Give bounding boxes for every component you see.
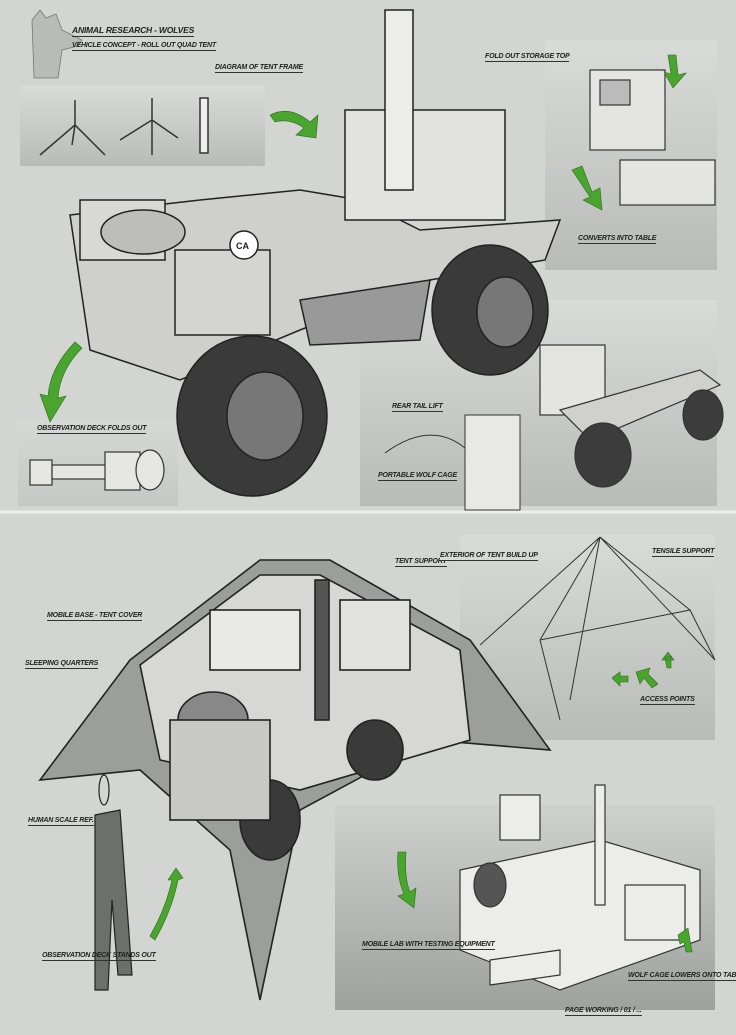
down-arrow-icon (571, 165, 603, 211)
up-arrow-icon (661, 651, 675, 669)
exterior-tent-sketch (479, 536, 716, 721)
curved-arrow-icon (149, 867, 184, 941)
page-footer: PAGE WORKING / 01 / ... (565, 1007, 642, 1016)
green-arrow-icons (39, 54, 693, 953)
label-access: ACCESS POINTS (640, 696, 695, 705)
label-exterior: EXTERIOR OF TENT BUILD UP (440, 552, 538, 561)
label-mobile-lab: MOBILE LAB WITH TESTING EQUIPMENT (362, 941, 495, 950)
curved-arrow-icon (397, 851, 417, 909)
label-tensile: TENSILE SUPPORT (652, 548, 715, 557)
label-tent-cover: MOBILE BASE - TENT COVER (47, 612, 143, 621)
mobile-tent-sketch (38, 559, 552, 1001)
sheet-subtitle: VEHICLE CONCEPT - ROLL OUT QUAD TENT (72, 42, 216, 51)
quad-vehicle (69, 9, 562, 497)
wolf-head-sketch (31, 9, 83, 79)
label-wolf-cage: PORTABLE WOLF CAGE (378, 472, 457, 481)
observation-scope-sketch (29, 449, 165, 491)
label-sleeping: SLEEPING QUARTERS (25, 660, 99, 669)
label-tail-lift: REAR TAIL LIFT (392, 403, 443, 412)
human-scale-figure (94, 774, 133, 991)
wolf-cage-sketch (464, 414, 521, 511)
down-arrow-icon (663, 54, 687, 89)
left-arrow-icon (611, 671, 629, 687)
storage-box-sketch (589, 69, 716, 206)
up-left-arrow-icon (635, 667, 659, 689)
small-quad-sketch (539, 344, 724, 488)
mobile-lab-sketch (459, 784, 701, 991)
label-observation-bottom: OBSERVATION DECK STANDS OUT (42, 952, 156, 961)
label-storage: FOLD OUT STORAGE TOP (485, 53, 570, 62)
curved-arrow-icon (677, 927, 693, 953)
label-tent-frame: DIAGRAM OF TENT FRAME (215, 64, 303, 73)
sheet-title: ANIMAL RESEARCH - WOLVES (72, 25, 195, 37)
curved-arrow-icon (39, 341, 83, 423)
tent-frame-diagrams (39, 97, 209, 156)
label-table: CONVERTS INTO TABLE (578, 235, 657, 244)
label-tent-support: TENT SUPPORT (395, 558, 447, 567)
label-cage-table: WOLF CAGE LOWERS ONTO TABLE (628, 972, 736, 981)
label-observation-top: OBSERVATION DECK FOLDS OUT (37, 425, 147, 434)
curved-arrow-icon (269, 110, 319, 139)
badge-text: CA (236, 241, 249, 251)
label-human-scale: HUMAN SCALE REF. (28, 817, 94, 826)
